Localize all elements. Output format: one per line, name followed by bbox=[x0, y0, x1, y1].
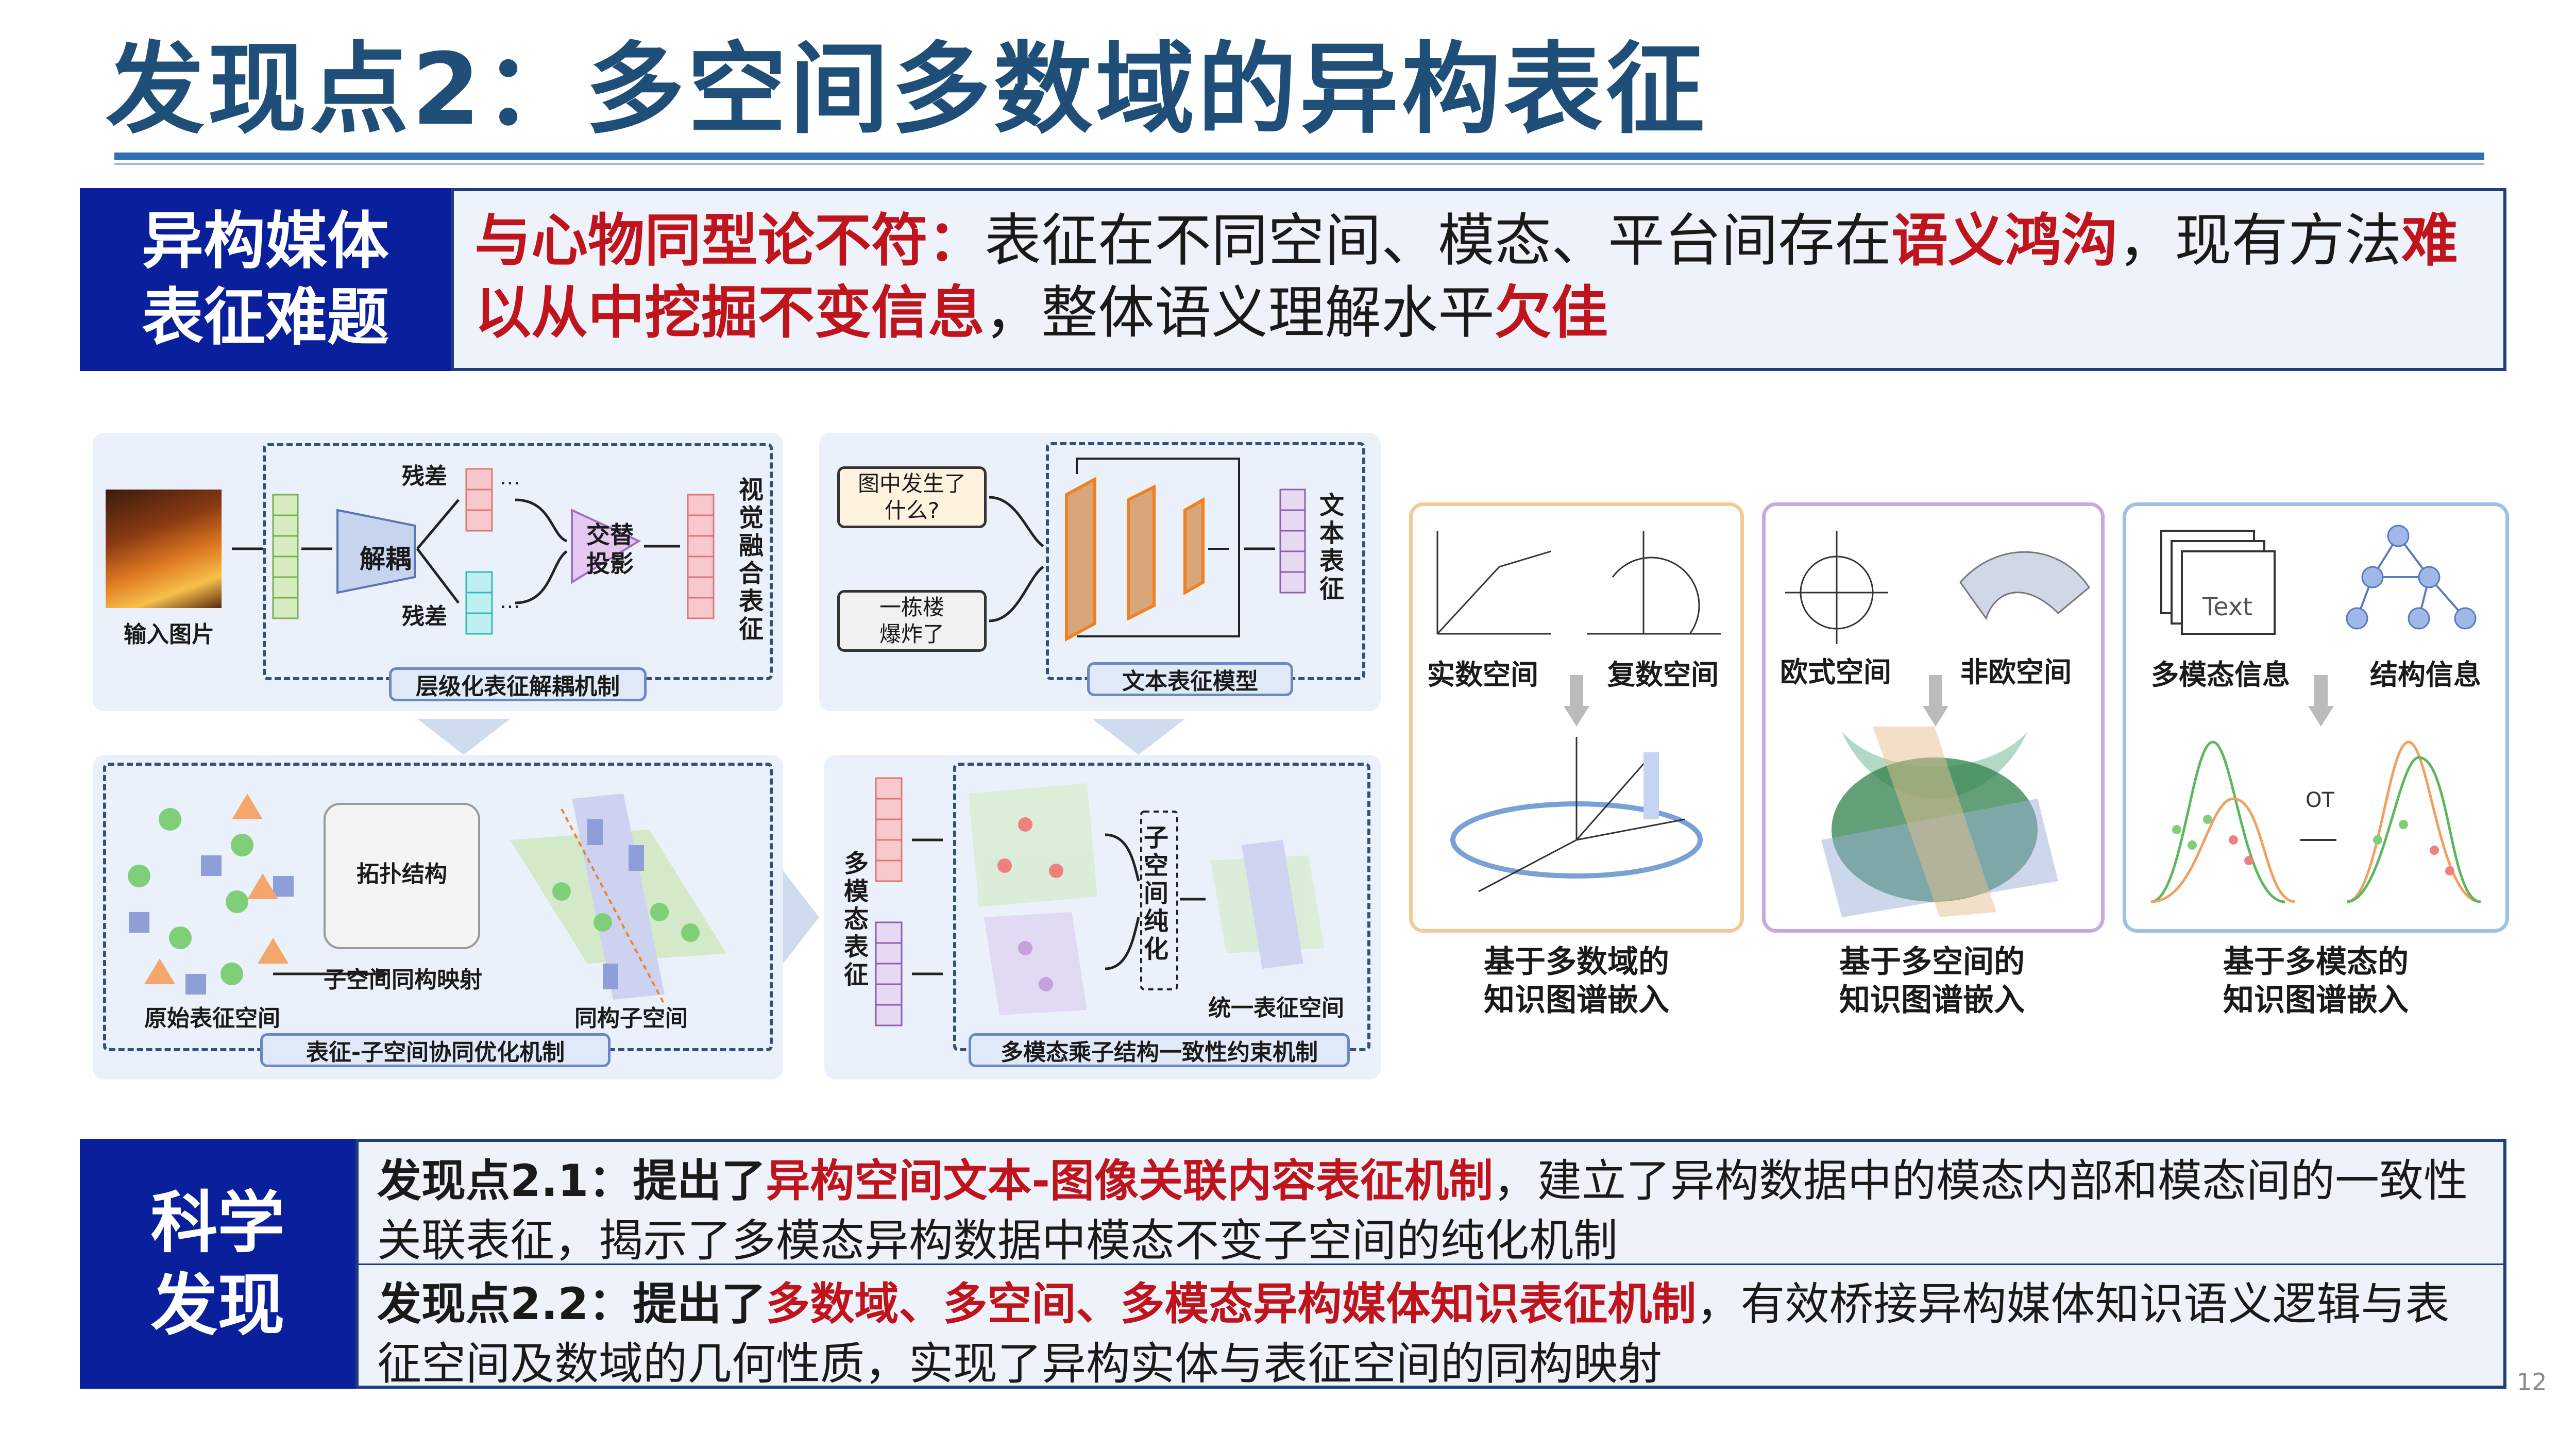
kg2-euclid-label: 欧式空间 bbox=[1780, 656, 1891, 688]
fig3-caption: 表征-子空间协同优化机制 bbox=[260, 1033, 611, 1067]
title-underline bbox=[114, 153, 2484, 160]
fig1-diagram: ⋯⋯ bbox=[232, 468, 715, 635]
science-label-line1: 科学 bbox=[150, 1183, 285, 1262]
page-number: 12 bbox=[2517, 1368, 2547, 1396]
orig-space-label: 原始表征空间 bbox=[144, 1005, 280, 1032]
kg3-mm-label: 多模态信息 bbox=[2151, 659, 2290, 691]
down-arrow-2 bbox=[1092, 719, 1185, 755]
residual-bottom-label: 残差 bbox=[402, 603, 447, 630]
problem-label-line1: 异构媒体 bbox=[142, 205, 389, 277]
title-underline-thin bbox=[114, 163, 2484, 165]
multimodal-label: 多模态表征 bbox=[839, 850, 868, 989]
science-label-line2: 发现 bbox=[150, 1266, 285, 1344]
kg1-caption: 基于多数域的 知识图谱嵌入 bbox=[1484, 944, 1669, 1018]
kg3-caption: 基于多模态的 知识图谱嵌入 bbox=[2223, 944, 2409, 1018]
answer-box: 一栋楼 爆炸了 bbox=[837, 590, 987, 652]
input-image bbox=[106, 490, 222, 608]
problem-label-line2: 表征难题 bbox=[142, 281, 389, 353]
kg3-struct-label: 结构信息 bbox=[2370, 659, 2481, 691]
problem-box: 与心物同型论不符：表征在不同空间、模态、平台间存在语义鸿沟，现有方法难以从中挖掘… bbox=[451, 188, 2506, 371]
subspace-map-label: 子空间同构映射 bbox=[324, 967, 482, 993]
right-arrow bbox=[783, 871, 819, 964]
svg-text:⋯: ⋯ bbox=[500, 595, 520, 618]
kg3-diagram bbox=[2150, 525, 2481, 903]
text-repr-label: 文本表征 bbox=[1315, 492, 1344, 603]
iso-subspace-label: 同构子空间 bbox=[574, 1005, 688, 1032]
problem-text: 与心物同型论不符：表征在不同空间、模态、平台间存在语义鸿沟，现有方法难以从中挖掘… bbox=[474, 208, 2458, 346]
finding-2-2: 发现点2.2：提出了多数域、多空间、多模态异构媒体知识表征机制，有效桥接异构媒体… bbox=[355, 1263, 2506, 1390]
unified-label: 统一表征空间 bbox=[1208, 995, 1344, 1021]
kg1-real-label: 实数空间 bbox=[1427, 659, 1538, 691]
fig2-caption: 文本表征模型 bbox=[1087, 662, 1293, 696]
residual-top-label: 残差 bbox=[402, 463, 447, 490]
cross-proj-label: 交替 投影 bbox=[586, 521, 634, 578]
kg1-complex-label: 复数空间 bbox=[1607, 659, 1719, 691]
decouple-label: 解耦 bbox=[360, 544, 411, 574]
question-box: 图中发生了 什么? bbox=[837, 466, 987, 528]
problem-lead: 与心物同型论不符： bbox=[474, 208, 985, 274]
fig4-diagram bbox=[875, 777, 1324, 1026]
kg1-diagram bbox=[1436, 531, 1721, 892]
finding-2-1: 发现点2.1：提出了异构空间文本-图像关联内容表征机制，建立了异构数据中的模态内… bbox=[355, 1139, 2506, 1267]
purify-label: 子空间纯化 bbox=[1139, 824, 1168, 964]
science-label: 科学 发现 bbox=[80, 1139, 355, 1389]
kg3-ot-label: OT bbox=[2306, 788, 2334, 812]
input-label: 输入图片 bbox=[124, 621, 214, 648]
fig4-caption: 多模态乘子结构一致性约束机制 bbox=[969, 1033, 1350, 1067]
problem-label: 异构媒体 表征难题 bbox=[80, 188, 451, 371]
fig3-diagram bbox=[128, 794, 726, 1005]
svg-text:⋯: ⋯ bbox=[500, 471, 520, 495]
kg2-diagram bbox=[1785, 531, 2090, 917]
topology-label: 拓扑结构 bbox=[357, 861, 447, 887]
page-title: 发现点2：多空间多数域的异构表征 bbox=[106, 32, 1708, 147]
fig2-diagram bbox=[989, 458, 1306, 642]
kg2-caption: 基于多空间的 知识图谱嵌入 bbox=[1839, 944, 2025, 1018]
visual-fused-label: 视觉融合表征 bbox=[734, 477, 763, 644]
kg2-noneuclid-label: 非欧空间 bbox=[1960, 656, 2072, 688]
kg3-text-word: Text bbox=[2202, 593, 2253, 621]
down-arrow-1 bbox=[417, 719, 510, 755]
fig1-caption: 层级化表征解耦机制 bbox=[389, 667, 647, 701]
